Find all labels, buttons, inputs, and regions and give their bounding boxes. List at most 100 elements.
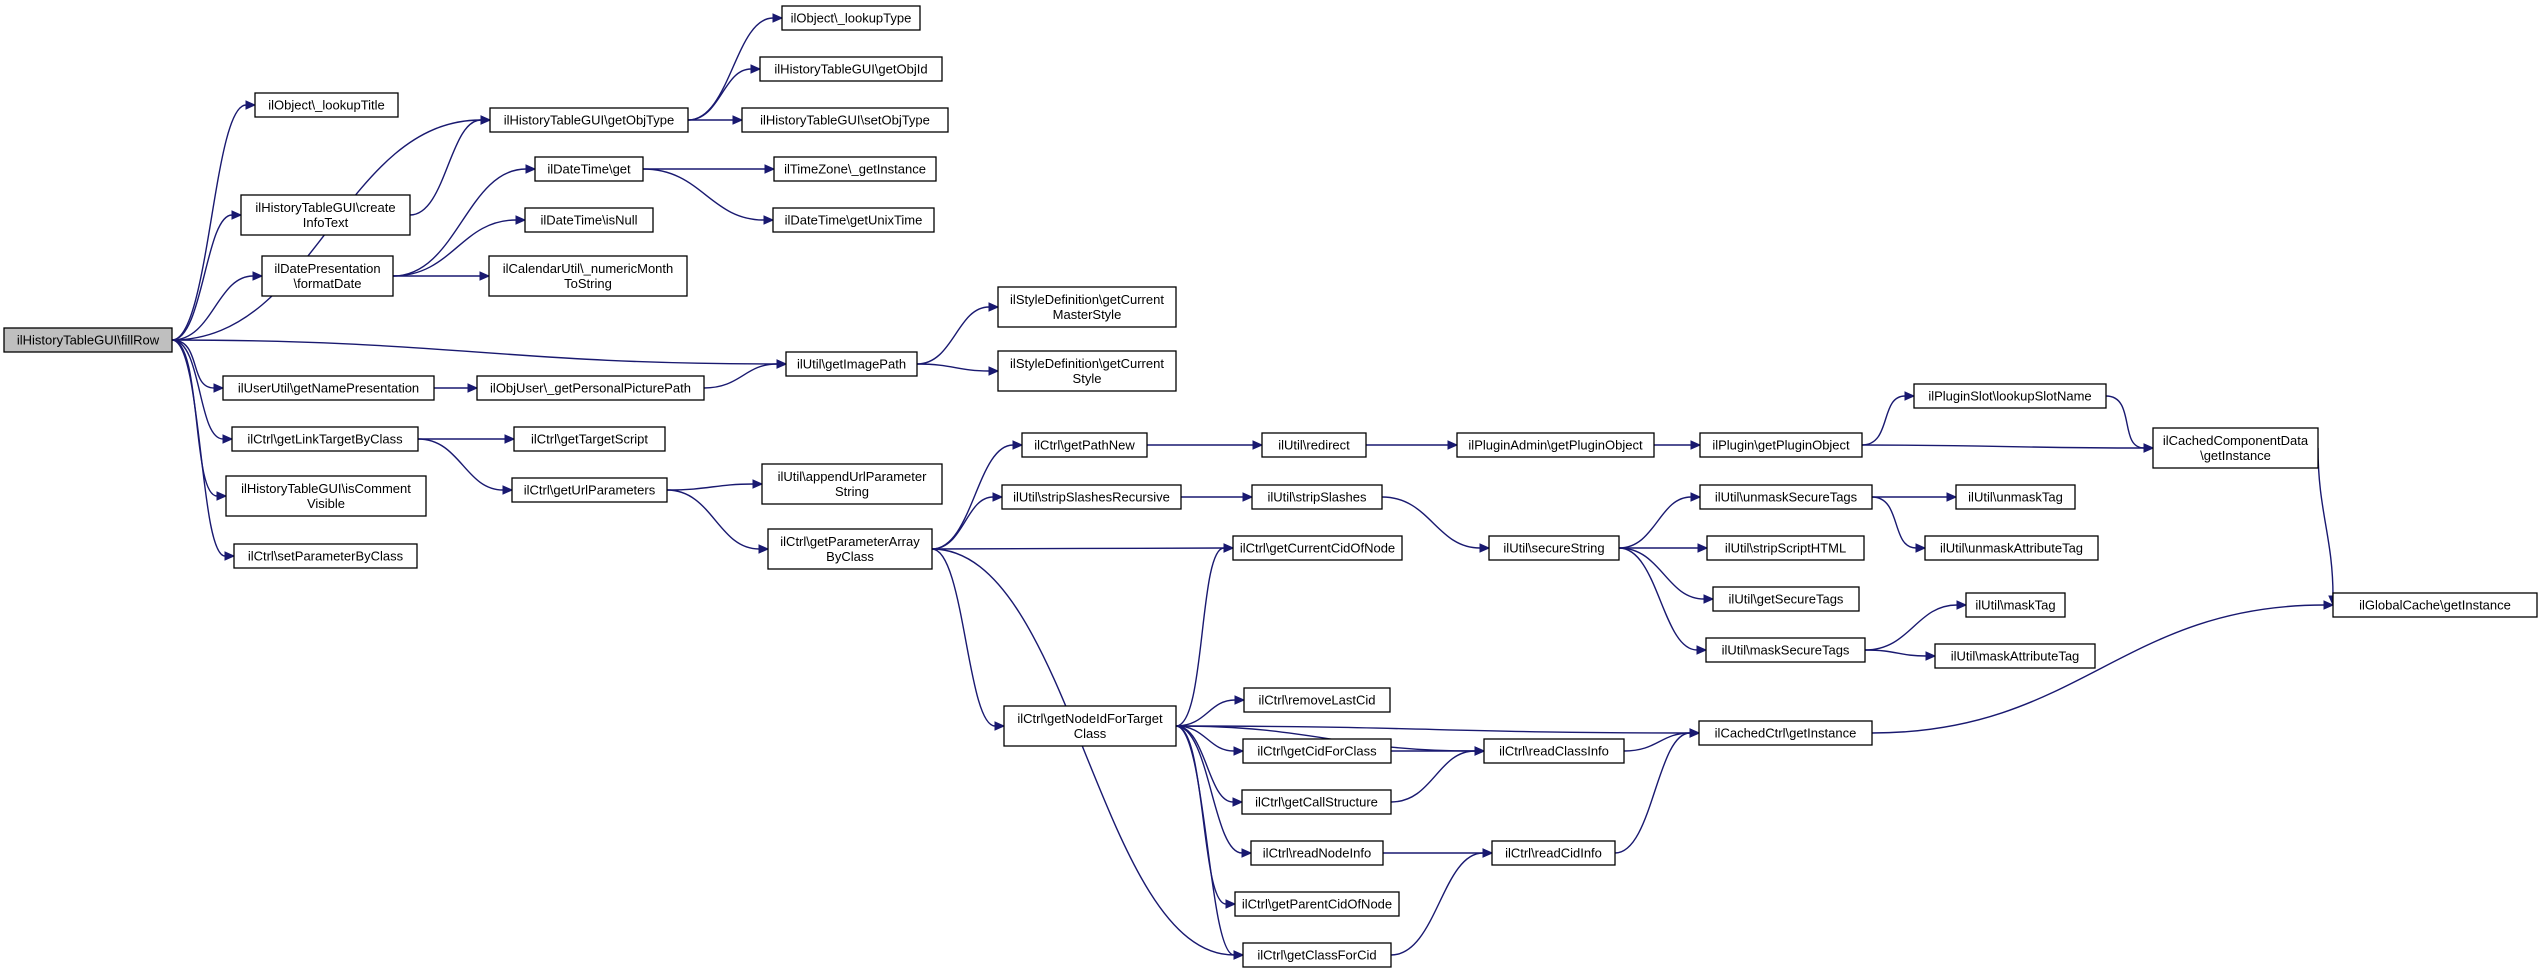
node-box: [1001, 484, 1182, 510]
node-box: [1698, 720, 1873, 746]
node-lookupTitle[interactable]: ilObject\_lookupTitle: [254, 92, 399, 118]
node-dtGet[interactable]: ilDateTime\get: [534, 156, 644, 182]
node-label: ilDatePresentation: [274, 261, 380, 276]
arrow-head-icon: [988, 366, 1000, 376]
node-label: ilCtrl\getPathNew: [1034, 438, 1135, 453]
node-readCidInfo[interactable]: ilCtrl\readCidInfo: [1491, 840, 1616, 866]
node-unmaskTag[interactable]: ilUtil\unmaskTag: [1955, 484, 2076, 510]
node-setParameterByClass[interactable]: ilCtrl\setParameterByClass: [233, 543, 418, 569]
node-box: [1242, 738, 1392, 764]
arrow-head-icon: [1956, 600, 1968, 610]
arrow-head-icon: [1479, 543, 1491, 553]
edge-stripSlashes-to-secureString: [1381, 496, 1481, 549]
arrow-head-icon: [2323, 600, 2335, 610]
arrow-head-icon: [1234, 695, 1246, 705]
node-stripSlashes[interactable]: ilUtil\stripSlashes: [1251, 484, 1383, 510]
edges-layer: [171, 13, 2338, 960]
node-getPluginObjectAdmin[interactable]: ilPluginAdmin\getPluginObject: [1456, 432, 1655, 458]
node-label: ilCtrl\getLinkTargetByClass: [247, 432, 403, 447]
edge-root-to-getNamePresentation: [171, 339, 215, 389]
node-getObjId[interactable]: ilHistoryTableGUI\getObjId: [759, 56, 943, 82]
node-label: ilUtil\stripSlashesRecursive: [1013, 490, 1170, 505]
node-personalPicturePath[interactable]: ilObjUser\_getPersonalPicturePath: [476, 375, 705, 401]
node-stripSlashesRecursive[interactable]: ilUtil\stripSlashesRecursive: [1001, 484, 1182, 510]
node-readClassInfo[interactable]: ilCtrl\readClassInfo: [1483, 738, 1625, 764]
node-getTargetScript[interactable]: ilCtrl\getTargetScript: [513, 426, 666, 452]
node-label: ilHistoryTableGUI\getObjId: [774, 62, 927, 77]
node-lookupType[interactable]: ilObject\_lookupType: [781, 5, 921, 31]
node-getCurrentCidOfNode[interactable]: ilCtrl\getCurrentCidOfNode: [1232, 535, 1403, 561]
node-getSecureTags[interactable]: ilUtil\getSecureTags: [1712, 586, 1860, 612]
node-label: ilUtil\getImagePath: [797, 357, 906, 372]
node-getObjType[interactable]: ilHistoryTableGUI\getObjType: [489, 107, 689, 133]
node-label: ilPluginAdmin\getPluginObject: [1468, 438, 1643, 453]
node-box: [741, 107, 949, 133]
node-getLinkTargetByClass[interactable]: ilCtrl\getLinkTargetByClass: [231, 426, 419, 452]
node-getCallStructure[interactable]: ilCtrl\getCallStructure: [1241, 789, 1392, 815]
node-lookupSlotName[interactable]: ilPluginSlot\lookupSlotName: [1913, 383, 2107, 409]
node-label: ilCachedCtrl\getInstance: [1715, 726, 1857, 741]
node-cachedCtrl[interactable]: ilCachedCtrl\getInstance: [1698, 720, 1873, 746]
arrow-head-icon: [994, 721, 1006, 731]
node-removeLastCid[interactable]: ilCtrl\removeLastCid: [1243, 687, 1391, 713]
node-stripScriptHTML[interactable]: ilUtil\stripScriptHTML: [1706, 535, 1865, 561]
node-tzGetInstance[interactable]: ilTimeZone\_getInstance: [773, 156, 937, 182]
node-getPathNew[interactable]: ilCtrl\getPathNew: [1021, 432, 1148, 458]
node-box: [1456, 432, 1655, 458]
node-box: [1924, 535, 2099, 561]
node-unmaskAttributeTag[interactable]: ilUtil\unmaskAttributeTag: [1924, 535, 2099, 561]
node-getUrlParameters[interactable]: ilCtrl\getUrlParameters: [511, 477, 668, 503]
node-unmaskSecureTags[interactable]: ilUtil\unmaskSecureTags: [1699, 484, 1873, 510]
node-root[interactable]: ilHistoryTableGUI\fillRow: [3, 327, 173, 353]
node-getImagePath[interactable]: ilUtil\getImagePath: [785, 351, 918, 377]
node-label: ilUtil\unmaskAttributeTag: [1940, 541, 2083, 556]
node-getUnixTime[interactable]: ilDateTime\getUnixTime: [772, 207, 935, 233]
edge-maskSecureTags-to-maskTag: [1864, 604, 1958, 651]
node-getNamePresentation[interactable]: ilUserUtil\getNamePresentation: [222, 375, 435, 401]
node-readNodeInfo[interactable]: ilCtrl\readNodeInfo: [1250, 840, 1384, 866]
node-secureString[interactable]: ilUtil\secureString: [1488, 535, 1620, 561]
node-maskSecureTags[interactable]: ilUtil\maskSecureTags: [1705, 637, 1866, 663]
edge-cachedCtrl-to-globalCache: [1871, 604, 2325, 734]
node-box: [240, 194, 411, 236]
node-label: ByClass: [826, 549, 874, 564]
node-getCidForClass[interactable]: ilCtrl\getCidForClass: [1242, 738, 1392, 764]
edge-secureString-to-maskSecureTags: [1618, 547, 1698, 651]
node-label: ilGlobalCache\getInstance: [2359, 598, 2511, 613]
node-formatDate[interactable]: ilDatePresentation\formatDate: [261, 255, 394, 297]
node-label: ilHistoryTableGUI\create: [255, 200, 395, 215]
arrow-head-icon: [1703, 594, 1715, 604]
node-box: [1934, 643, 2096, 669]
arrow-head-icon: [1223, 543, 1235, 553]
node-box: [773, 156, 937, 182]
node-box: [254, 92, 399, 118]
node-getPluginObject[interactable]: ilPlugin\getPluginObject: [1699, 432, 1863, 458]
node-maskTag[interactable]: ilUtil\maskTag: [1965, 592, 2066, 618]
node-label: ilCtrl\getParentCidOfNode: [1242, 897, 1392, 912]
node-box: [261, 255, 394, 297]
node-setObjType[interactable]: ilHistoryTableGUI\setObjType: [741, 107, 949, 133]
node-label: ilDateTime\get: [547, 162, 631, 177]
node-maskAttributeTag[interactable]: ilUtil\maskAttributeTag: [1934, 643, 2096, 669]
node-label: ilTimeZone\_getInstance: [784, 162, 926, 177]
node-label: ilUtil\maskTag: [1975, 598, 2055, 613]
node-cachedComponentData[interactable]: ilCachedComponentData\getInstance: [2152, 427, 2319, 469]
node-box: [781, 5, 921, 31]
node-globalCache[interactable]: ilGlobalCache\getInstance: [2332, 592, 2538, 618]
node-isNull[interactable]: ilDateTime\isNull: [524, 207, 654, 233]
node-box: [1232, 535, 1403, 561]
node-redirect[interactable]: ilUtil\redirect: [1261, 432, 1367, 458]
node-label: ilCtrl\getCallStructure: [1255, 795, 1378, 810]
edge-unmaskSecureTags-to-unmaskAttributeTag: [1871, 496, 1917, 549]
node-getClassForCid[interactable]: ilCtrl\getClassForCid: [1242, 942, 1392, 968]
node-label: ilPluginSlot\lookupSlotName: [1928, 389, 2091, 404]
node-getParentCidOfNode[interactable]: ilCtrl\getParentCidOfNode: [1234, 891, 1400, 917]
